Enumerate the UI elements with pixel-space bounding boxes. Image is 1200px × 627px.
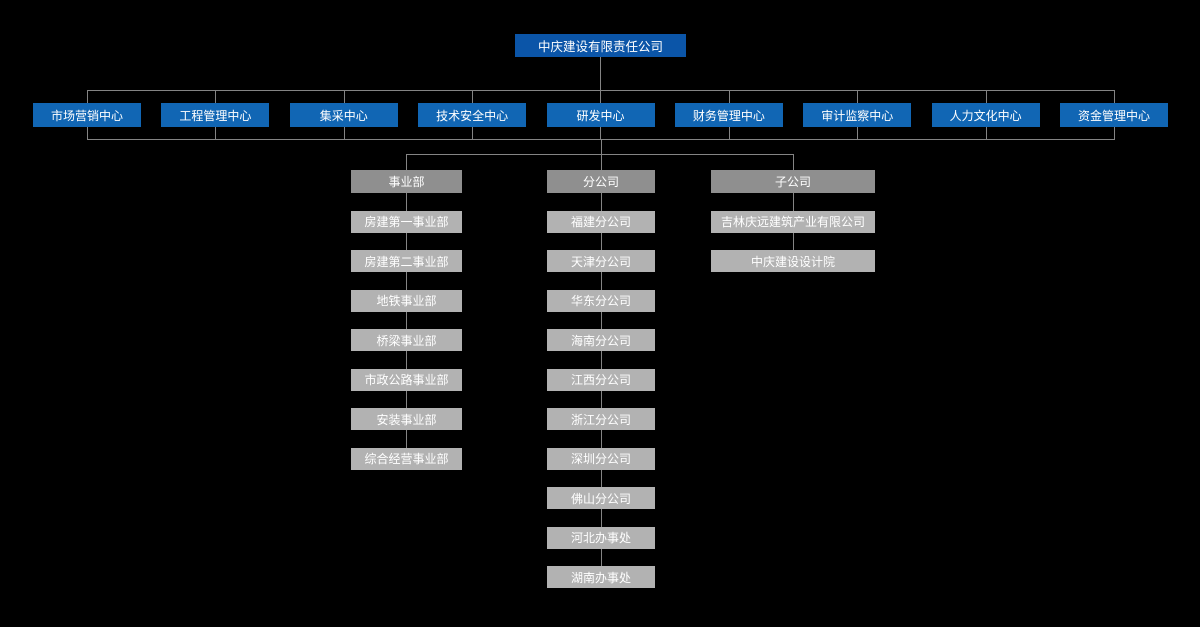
org-node-center: 资金管理中心 bbox=[1060, 103, 1168, 127]
column-branch-companies: 分公司 福建分公司 天津分公司 华东分公司 海南分公司 江西分公司 浙江分公司 … bbox=[547, 170, 655, 588]
group-header: 分公司 bbox=[547, 170, 655, 193]
org-node-center: 人力文化中心 bbox=[931, 103, 1040, 127]
org-node-item: 佛山分公司 bbox=[547, 487, 655, 509]
org-node-item: 湖南办事处 bbox=[547, 566, 655, 588]
org-node-item: 房建第一事业部 bbox=[351, 210, 462, 233]
org-node-item: 市政公路事业部 bbox=[351, 368, 462, 391]
group-header: 事业部 bbox=[351, 170, 462, 193]
org-node-item: 中庆建设设计院 bbox=[711, 250, 875, 272]
org-node-item: 桥梁事业部 bbox=[351, 329, 462, 351]
connector-center-drop bbox=[601, 139, 602, 154]
org-node-center: 财务管理中心 bbox=[674, 103, 783, 127]
org-node-item: 天津分公司 bbox=[547, 250, 655, 272]
org-node-item: 综合经营事业部 bbox=[351, 447, 462, 470]
org-node-center: 工程管理中心 bbox=[161, 103, 270, 127]
connector-bus-groups bbox=[406, 154, 794, 155]
org-node-item: 河北办事处 bbox=[547, 526, 655, 549]
org-node-item: 深圳分公司 bbox=[547, 447, 655, 470]
connector-root-drop bbox=[600, 57, 601, 90]
level2-row: 市场营销中心 工程管理中心 集采中心 技术安全中心 研发中心 财务管理中心 审计… bbox=[33, 103, 1168, 127]
connector-column-spine bbox=[406, 193, 407, 448]
org-node-item: 江西分公司 bbox=[547, 368, 655, 391]
column-business-divisions: 事业部 房建第一事业部 房建第二事业部 地铁事业部 桥梁事业部 市政公路事业部 … bbox=[351, 170, 462, 470]
org-node-root: 中庆建设有限责任公司 bbox=[515, 34, 686, 57]
org-node-item: 房建第二事业部 bbox=[351, 250, 462, 272]
org-node-item: 海南分公司 bbox=[547, 329, 655, 351]
connector-group-drop bbox=[601, 154, 602, 170]
column-subsidiaries: 子公司 吉林庆远建筑产业有限公司 中庆建设设计院 bbox=[711, 170, 875, 272]
connector-group-drop bbox=[406, 154, 407, 170]
org-node-item: 华东分公司 bbox=[547, 289, 655, 312]
org-node-item: 地铁事业部 bbox=[351, 289, 462, 312]
org-node-center: 技术安全中心 bbox=[418, 103, 527, 127]
org-node-center: 集采中心 bbox=[289, 103, 398, 127]
connector-group-drop bbox=[793, 154, 794, 170]
org-node-item: 福建分公司 bbox=[547, 210, 655, 233]
org-node-center: 研发中心 bbox=[546, 103, 655, 127]
org-node-center: 审计监察中心 bbox=[803, 103, 912, 127]
org-node-item: 浙江分公司 bbox=[547, 408, 655, 430]
group-header: 子公司 bbox=[711, 170, 875, 193]
org-node-center: 市场营销中心 bbox=[33, 103, 141, 127]
org-node-item: 安装事业部 bbox=[351, 408, 462, 430]
connector-bus-level2-top bbox=[87, 90, 1115, 91]
org-node-item: 吉林庆远建筑产业有限公司 bbox=[711, 210, 875, 233]
